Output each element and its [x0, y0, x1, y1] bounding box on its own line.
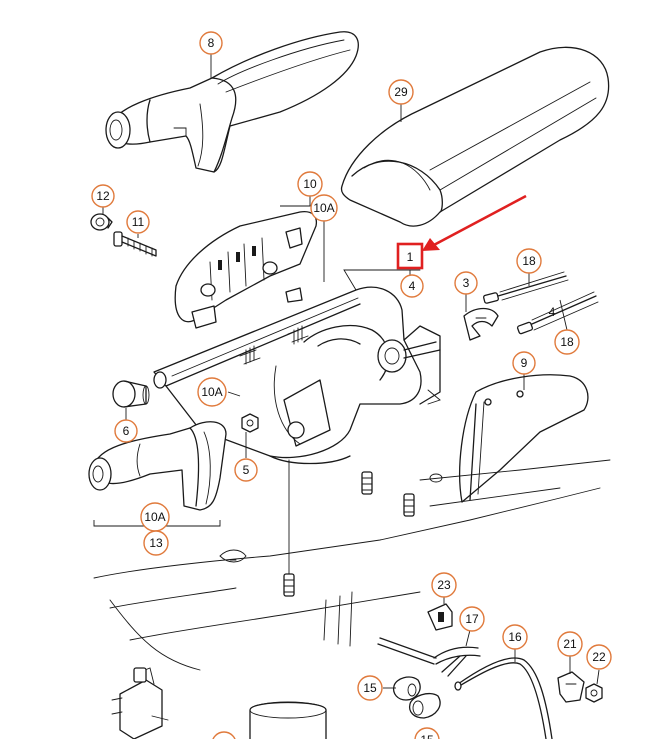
callout-22: 22	[586, 644, 612, 670]
svg-text:12: 12	[96, 189, 110, 203]
svg-text:18: 18	[560, 335, 574, 349]
callout-5: 5	[234, 458, 258, 482]
highlight-annotation	[396, 194, 527, 270]
grommet-part-15-b	[408, 692, 441, 719]
callout-10: 10	[297, 171, 323, 197]
callout-15b-partial: 15	[414, 727, 440, 739]
callout-15: 15	[357, 675, 383, 701]
cap-part-12	[90, 213, 113, 231]
svg-text:15: 15	[420, 733, 434, 739]
cylinder-part	[249, 701, 327, 739]
callout-10a-top: 10A	[310, 194, 338, 222]
svg-text:8: 8	[208, 36, 215, 50]
bracket-part-10	[174, 210, 318, 329]
highlight-arrow	[431, 194, 527, 248]
lever-assembly	[153, 269, 441, 465]
callout-4-main: 4	[400, 274, 424, 298]
svg-text:10A: 10A	[201, 385, 222, 399]
callout-23: 23	[431, 572, 457, 598]
clamp-part-21	[557, 671, 585, 703]
svg-text:4: 4	[549, 305, 556, 319]
callout-21: 21	[557, 631, 583, 657]
callout-29: 29	[388, 79, 414, 105]
side-panel-part-9	[459, 374, 589, 503]
callout-18-top: 18	[516, 248, 542, 274]
floor-pan	[93, 389, 611, 671]
svg-text:15: 15	[363, 681, 377, 695]
bracket-part-23	[427, 603, 453, 631]
callout-12: 12	[91, 184, 115, 208]
clip-part-3	[463, 307, 499, 341]
callout-10a-mid: 10A	[197, 377, 227, 407]
bolt-part-11	[113, 231, 157, 257]
lower-grip-part-13	[88, 421, 227, 511]
callout-16: 16	[502, 624, 528, 650]
svg-text:22: 22	[592, 650, 606, 664]
callout-6: 6	[114, 419, 138, 443]
svg-text:9: 9	[521, 356, 528, 370]
svg-text:28: 28	[217, 737, 231, 739]
pipe-part-16	[454, 657, 553, 739]
callout-18-bottom: 18	[554, 329, 580, 355]
svg-text:10A: 10A	[313, 201, 334, 215]
callout-3: 3	[454, 271, 478, 295]
switch-assembly	[111, 667, 169, 739]
hose-part-17	[377, 637, 481, 677]
nut-part-22	[585, 683, 603, 703]
grommet-part-15-a	[392, 676, 421, 701]
callout-17: 17	[459, 606, 485, 632]
knob-part-6	[112, 380, 150, 408]
callout-8: 8	[199, 31, 223, 55]
callout-28-partial: 28	[212, 731, 236, 739]
label-4-small: 4	[549, 305, 556, 319]
svg-text:18: 18	[522, 254, 536, 268]
callout-13: 13	[143, 530, 169, 556]
svg-text:21: 21	[563, 637, 577, 651]
svg-text:3: 3	[463, 276, 470, 290]
svg-text:29: 29	[394, 85, 408, 99]
svg-text:17: 17	[465, 612, 479, 626]
armrest-cover-part-29	[340, 46, 610, 227]
svg-text:11: 11	[132, 215, 145, 229]
callout-1: 1	[407, 250, 414, 264]
callout-11: 11	[126, 210, 150, 234]
svg-text:10: 10	[303, 177, 317, 191]
svg-text:6: 6	[123, 424, 130, 438]
svg-text:1: 1	[407, 250, 414, 264]
highlight-box	[396, 242, 424, 270]
svg-text:10A: 10A	[144, 510, 165, 524]
svg-text:23: 23	[437, 578, 451, 592]
svg-text:13: 13	[149, 536, 163, 550]
highlight-arrowhead	[422, 238, 440, 251]
callout-9: 9	[512, 351, 536, 375]
svg-text:5: 5	[243, 463, 250, 477]
callout-10a-low: 10A	[140, 502, 170, 532]
handbrake-grip-part-8	[105, 31, 359, 173]
nut-part-5	[241, 413, 259, 433]
svg-text:4: 4	[409, 279, 416, 293]
cable-part-18-upper	[483, 271, 569, 304]
svg-text:16: 16	[508, 630, 522, 644]
cable-part-18-lower	[516, 291, 599, 335]
